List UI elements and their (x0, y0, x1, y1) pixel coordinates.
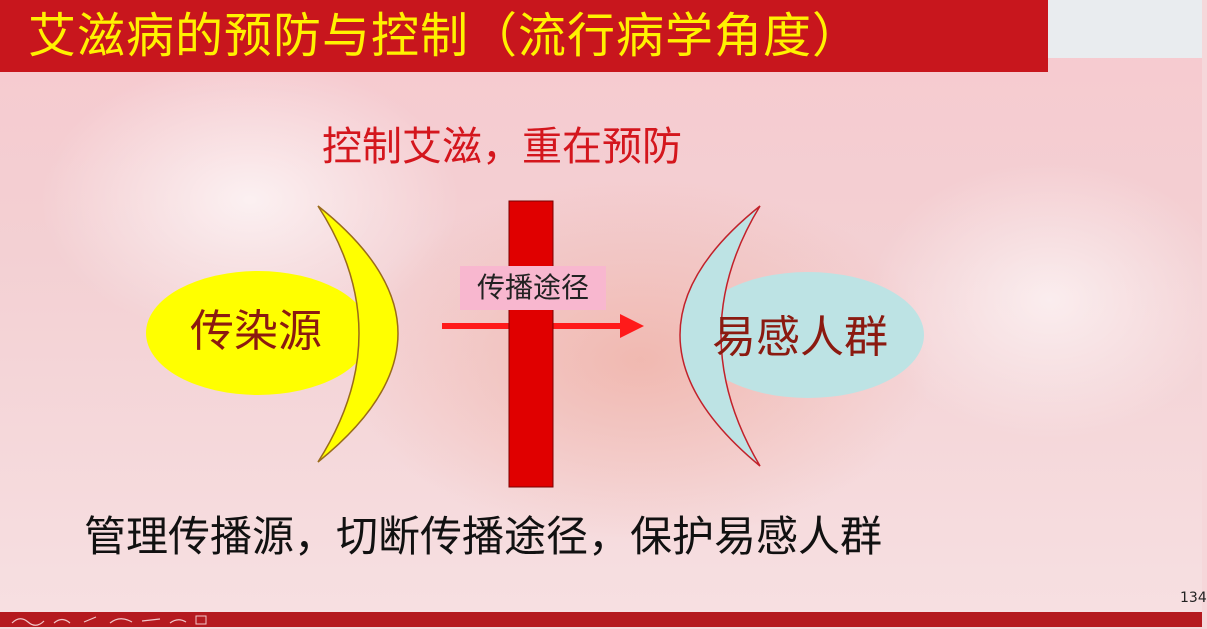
presenter-body (1048, 0, 1202, 58)
title-bar: 艾滋病的预防与控制（流行病学角度） (0, 0, 1048, 72)
target-label: 易感人群 (712, 312, 888, 363)
route-label: 传播途径 (460, 266, 606, 310)
slide-title: 艾滋病的预防与控制（流行病学角度） (28, 8, 862, 64)
arrow-head (620, 314, 644, 338)
footer-logo (10, 613, 210, 629)
source-label: 传染源 (190, 306, 322, 357)
barrier-bar (508, 200, 554, 488)
footer-signature (11, 615, 207, 626)
slide-subtitle: 控制艾滋，重在预防 (322, 124, 682, 170)
source-ellipse (146, 271, 370, 395)
page-number: 134 (1180, 590, 1207, 606)
footer-bar (0, 612, 1202, 627)
source-crescent (317, 205, 399, 463)
summary-text: 管理传播源，切断传播途径，保护易感人群 (84, 512, 883, 561)
target-ellipse (692, 272, 924, 398)
target-crescent (679, 205, 761, 467)
